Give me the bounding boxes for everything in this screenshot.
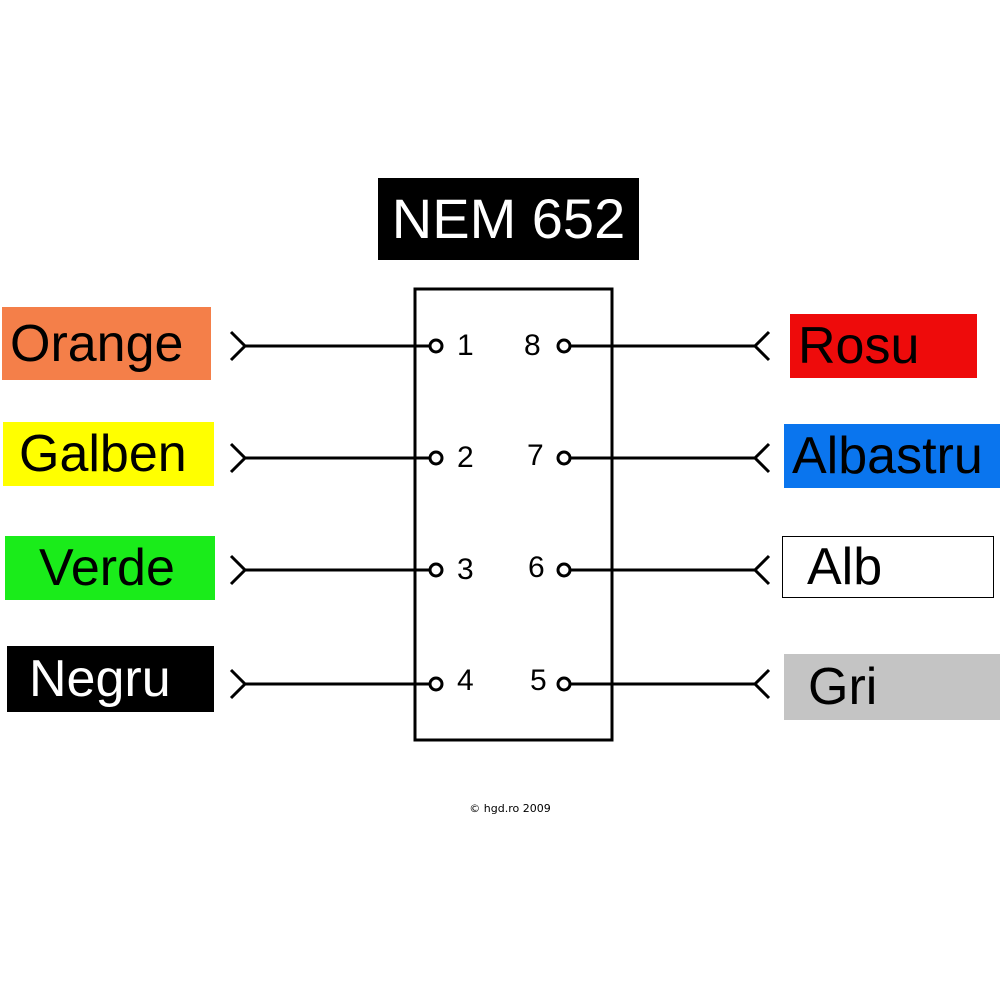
left-wire-4: [229, 668, 444, 700]
wire-label-galben: Galben: [3, 422, 214, 486]
pin-number-4: 4: [457, 664, 474, 697]
connector-title: NEM 652: [378, 178, 639, 260]
pin-2-contact: [428, 450, 444, 466]
left-wire-2: [229, 442, 444, 474]
right-wire-7: [556, 442, 771, 474]
pin-number-1: 1: [457, 329, 474, 362]
pin-5-contact: [556, 676, 572, 692]
pin-number-6: 6: [528, 551, 545, 584]
right-wire-5: [556, 668, 771, 700]
wire-label-alb: Alb: [782, 536, 994, 598]
pin-number-8: 8: [524, 329, 541, 362]
pin-1-contact: [428, 338, 444, 354]
pin-3-contact: [428, 562, 444, 578]
pin-number-7: 7: [527, 439, 544, 472]
wire-label-albastru: Albastru: [784, 424, 1000, 488]
copyright-notice: © hgd.ro 2009: [469, 802, 551, 815]
connector-body: [413, 287, 614, 742]
pin-number-5: 5: [530, 664, 547, 697]
wire-label-negru: Negru: [7, 646, 214, 712]
right-wire-6: [556, 554, 771, 586]
wire-label-rosu: Rosu: [790, 314, 977, 378]
pin-number-3: 3: [457, 553, 474, 586]
wire-label-gri: Gri: [784, 654, 1000, 720]
right-wire-8: [556, 330, 771, 362]
wire-label-orange: Orange: [2, 307, 211, 380]
pin-number-2: 2: [457, 441, 474, 474]
left-wire-1: [229, 330, 444, 362]
pin-4-contact: [428, 676, 444, 692]
pin-6-contact: [556, 562, 572, 578]
wire-label-verde: Verde: [5, 536, 215, 600]
left-wire-3: [229, 554, 444, 586]
pin-8-contact: [556, 338, 572, 354]
pin-7-contact: [556, 450, 572, 466]
